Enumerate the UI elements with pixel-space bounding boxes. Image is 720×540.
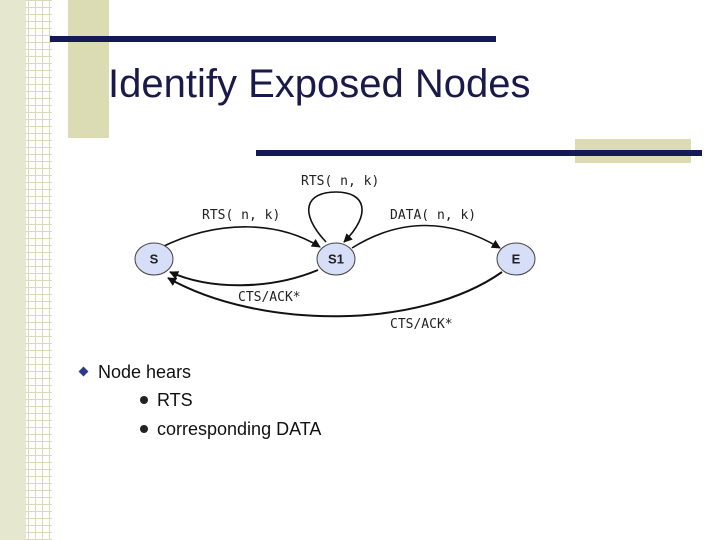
edge-e-to-s (167, 271, 503, 318)
title-rule-top (50, 36, 496, 42)
decorative-grid (0, 0, 52, 540)
node-s1: S1 (316, 242, 356, 276)
label-s1-to-e: DATA( n, k) (390, 208, 476, 223)
bullet-sub-rts: RTS (80, 386, 321, 415)
decorative-block-left (68, 0, 109, 138)
node-s1-label: S1 (328, 252, 344, 267)
node-e-label: E (512, 252, 521, 267)
bullet-main: Node hears (80, 358, 321, 386)
label-e-to-s: CTS/ACK* (390, 317, 453, 332)
edge-self-loop (307, 191, 363, 243)
label-self-loop: RTS( n, k) (301, 174, 379, 189)
edge-s1-to-e (351, 224, 501, 249)
label-s1-to-s: CTS/ACK* (238, 290, 301, 305)
bullet-list: Node hears RTS corresponding DATA (80, 358, 321, 444)
label-s-to-s1: RTS( n, k) (202, 208, 280, 223)
title-rule-bottom (256, 150, 702, 156)
page-title: Identify Exposed Nodes (108, 62, 531, 106)
edge-s1-to-s (169, 269, 319, 287)
node-e: E (496, 242, 536, 276)
node-s: S (134, 242, 174, 276)
edge-s-to-s1 (159, 226, 321, 249)
bullet-sub-data: corresponding DATA (80, 415, 321, 444)
node-s-label: S (150, 252, 159, 267)
